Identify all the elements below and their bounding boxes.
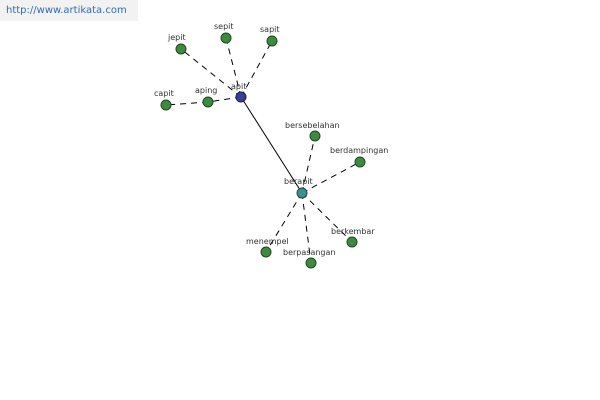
source-link[interactable]: http://www.artikata.com	[0, 0, 138, 21]
graph-nodes	[160, 32, 366, 269]
node-label-berdampingan: berdampingan	[330, 146, 388, 155]
edge-apit-berapit	[240, 96, 303, 194]
node-sepit[interactable]	[220, 32, 232, 44]
edge-apit-jepit	[180, 48, 242, 98]
edge-berapit-berpasangan	[301, 192, 312, 264]
node-label-apit: apit	[231, 82, 246, 91]
node-label-menempel: menempel	[246, 237, 289, 246]
graph-edges	[165, 37, 361, 264]
node-label-aping: aping	[195, 86, 217, 95]
edge-aping-capit	[165, 101, 209, 106]
node-bersebelahan[interactable]	[309, 130, 321, 142]
edge-berapit-bersebelahan	[301, 135, 316, 194]
node-berkembar[interactable]	[346, 236, 358, 248]
node-label-sapit: sapit	[260, 25, 280, 34]
node-aping[interactable]	[202, 96, 214, 108]
node-apit[interactable]	[235, 91, 247, 103]
node-label-jepit: jepit	[167, 33, 186, 42]
node-label-bersebelahan: bersebelahan	[285, 121, 340, 130]
node-label-berapit: berapit	[284, 177, 313, 186]
node-sapit[interactable]	[266, 35, 278, 47]
graph-labels: apit berapit jepit sepit sapit capit aping bers…	[154, 22, 388, 257]
node-label-sepit: sepit	[214, 22, 234, 31]
edge-apit-aping	[207, 96, 242, 103]
edge-berapit-menempel	[265, 192, 303, 253]
node-label-berpasangan: berpasangan	[283, 248, 335, 257]
node-capit[interactable]	[160, 99, 172, 111]
node-label-berkembar: berkembar	[331, 227, 375, 236]
node-label-capit: capit	[154, 89, 174, 98]
edge-berapit-berkembar	[301, 192, 353, 243]
node-jepit[interactable]	[175, 43, 187, 55]
node-menempel[interactable]	[260, 246, 272, 258]
node-berapit[interactable]	[296, 187, 308, 199]
node-berpasangan[interactable]	[305, 257, 317, 269]
node-berdampingan[interactable]	[354, 156, 366, 168]
